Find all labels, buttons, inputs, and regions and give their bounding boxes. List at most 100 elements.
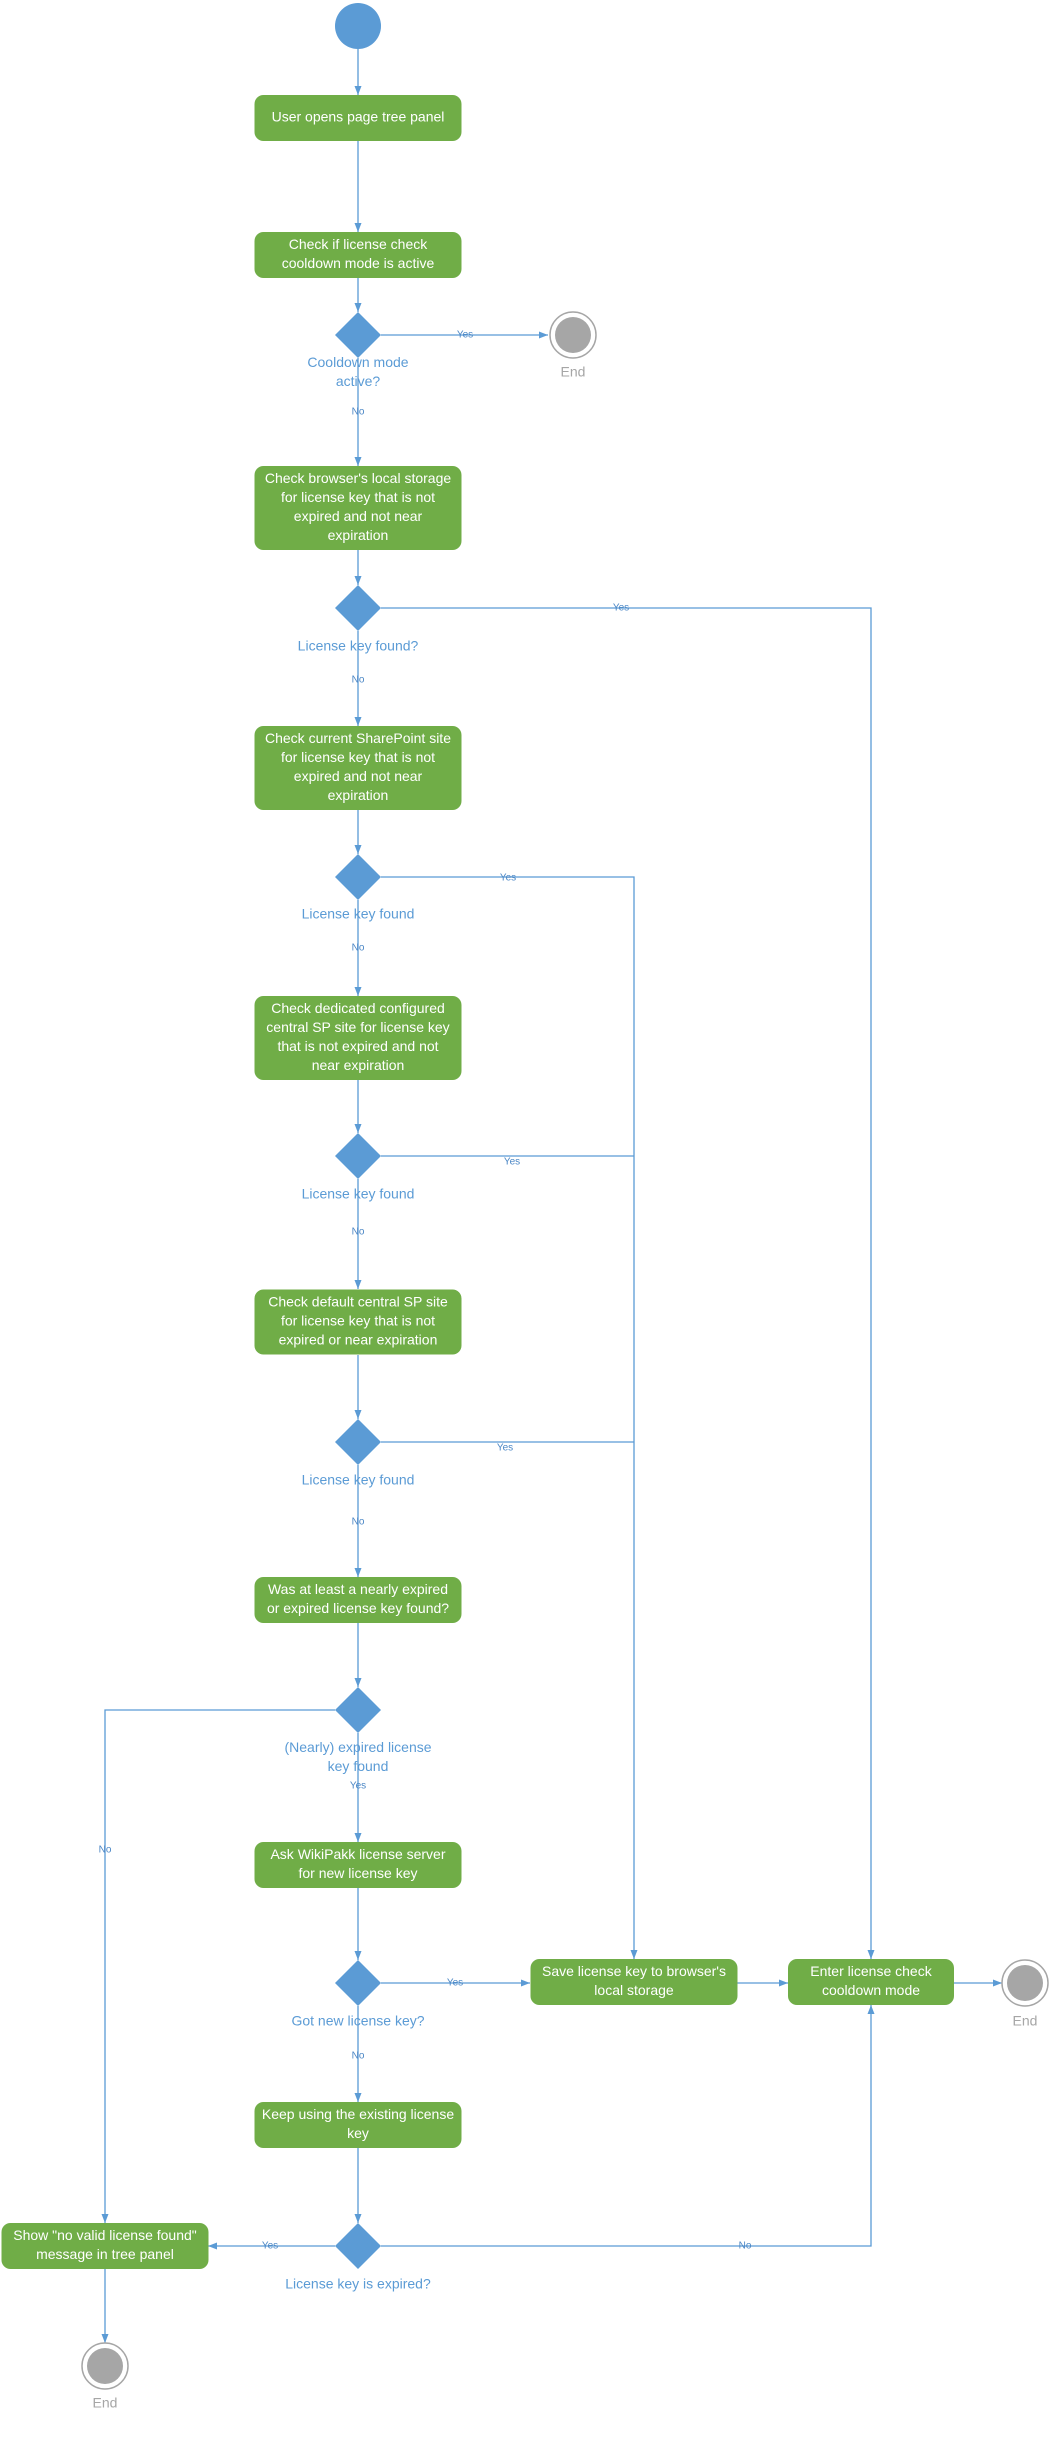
decision-diamond: [335, 854, 381, 900]
end-label: End: [1013, 2013, 1038, 2029]
decision-diamond: [335, 1960, 381, 2006]
action-label-line: cooldown mode is active: [282, 255, 435, 271]
action-label-line: expiration: [328, 787, 389, 803]
action-box: [254, 232, 462, 278]
decision-label-line: Got new license key?: [291, 2013, 424, 2029]
decision-label-line: License key found?: [298, 638, 419, 654]
action-label-line: Ask WikiPakk license server: [270, 1846, 445, 1862]
action-label: Show "no valid license found" message in …: [13, 2227, 197, 2262]
action-label: Check browser's local storage for license…: [265, 470, 452, 543]
action-label: Check dedicated configured central SP sit…: [266, 1000, 449, 1073]
action-label: Check if license check cooldown mode is a…: [282, 236, 435, 271]
decision-key-found-local: License key found?: [298, 585, 419, 654]
action-box: [254, 1289, 462, 1355]
action-label-line: that is not expired and not: [277, 1038, 438, 1054]
edge-label-yes: Yes: [497, 1443, 513, 1454]
action-open-panel: User opens page tree panel: [254, 95, 462, 141]
action-label-line: expired and not near: [294, 768, 423, 784]
flow-edge: [101, 1709, 335, 2223]
decision-diamond: [335, 1687, 381, 1733]
action-enter-cooldown: Enter license check cooldown mode: [788, 1959, 954, 2005]
action-label-line: cooldown mode: [822, 1982, 920, 1998]
action-box: [530, 1959, 738, 2005]
action-box: [254, 996, 462, 1080]
action-label-line: for license key that is not: [281, 1313, 435, 1329]
decision-label-line: key found: [328, 1758, 389, 1774]
decision-got-new-key: Got new license key?: [291, 1960, 425, 2029]
action-label-line: central SP site for license key: [266, 1019, 449, 1035]
end-node: End: [549, 311, 597, 380]
edge-label-yes: Yes: [350, 1781, 366, 1792]
decision-label-line: License key found: [302, 906, 415, 922]
decision-diamond: [335, 1419, 381, 1465]
action-label-line: Save license key to browser's: [542, 1963, 726, 1979]
decision-label-line: License key found: [302, 1472, 415, 1488]
end-dot: [555, 317, 591, 353]
decision-key-found-current: License key found: [302, 854, 415, 922]
action-box: [254, 466, 462, 550]
action-box: [254, 1842, 462, 1888]
action-label-line: key: [347, 2125, 369, 2141]
decision-label-line: License key found: [302, 1186, 415, 1202]
action-label-line: Show "no valid license found": [13, 2227, 197, 2243]
decision-label: License key found: [302, 1186, 415, 1202]
end-node: End: [1001, 1959, 1049, 2029]
decision-diamond: [335, 312, 381, 358]
decision-label-line: License key is expired?: [285, 2276, 431, 2292]
decision-label: Got new license key?: [291, 2013, 424, 2029]
action-check-cooldown: Check if license check cooldown mode is a…: [254, 232, 462, 278]
action-label-line: Check if license check: [289, 236, 429, 252]
edge-label-yes: Yes: [613, 603, 629, 614]
end-label: End: [561, 364, 586, 380]
end-node: End: [81, 2342, 129, 2411]
edge-label-no: No: [352, 2051, 365, 2062]
decision-label-line: active?: [336, 373, 381, 389]
decision-key-found-default: License key found: [302, 1419, 415, 1488]
edge-label-yes: Yes: [457, 330, 473, 341]
action-check-local: Check browser's local storage for license…: [254, 466, 462, 550]
decision-nearly-expired-found: (Nearly) expired license key found: [284, 1687, 432, 1774]
action-label-line: expired or near expiration: [279, 1332, 438, 1348]
action-label-line: near expiration: [312, 1057, 405, 1073]
edge-label-no: No: [352, 1227, 365, 1238]
action-box: [788, 1959, 954, 2005]
flow-edge: [381, 607, 875, 1959]
edge-label-yes: Yes: [504, 1157, 520, 1168]
action-box: [1, 2223, 209, 2269]
action-label-line: Check dedicated configured: [271, 1000, 445, 1016]
action-label-line: for license key that is not: [281, 489, 435, 505]
action-label-line: or expired license key found?: [267, 1600, 449, 1616]
decision-key-expired: License key is expired?: [285, 2223, 431, 2292]
edge-label-no: No: [352, 943, 365, 954]
decision-label: License key found?: [298, 638, 419, 654]
edge-label-no: No: [352, 1517, 365, 1528]
action-label-line: expiration: [328, 527, 389, 543]
action-box: [254, 726, 462, 810]
action-label-line: message in tree panel: [36, 2246, 174, 2262]
action-label-line: Check browser's local storage: [265, 470, 452, 486]
decision-label-line: (Nearly) expired license: [284, 1739, 431, 1755]
action-label: User opens page tree panel: [272, 109, 445, 125]
action-box: [254, 1577, 462, 1623]
action-check-dedicated: Check dedicated configured central SP sit…: [254, 996, 462, 1080]
action-label-line: Enter license check: [810, 1963, 932, 1979]
action-label-line: expired and not near: [294, 508, 423, 524]
flow-edge: [381, 2005, 875, 2247]
edge-label-no: No: [352, 407, 365, 418]
edge-label-yes: Yes: [447, 1978, 463, 1989]
decision-diamond: [335, 585, 381, 631]
edge-label-yes: Yes: [262, 2241, 278, 2252]
action-label-line: User opens page tree panel: [272, 109, 445, 125]
end-dot: [1007, 1965, 1043, 2001]
edge-label-no: No: [99, 1845, 112, 1856]
action-label-line: Check current SharePoint site: [265, 730, 451, 746]
